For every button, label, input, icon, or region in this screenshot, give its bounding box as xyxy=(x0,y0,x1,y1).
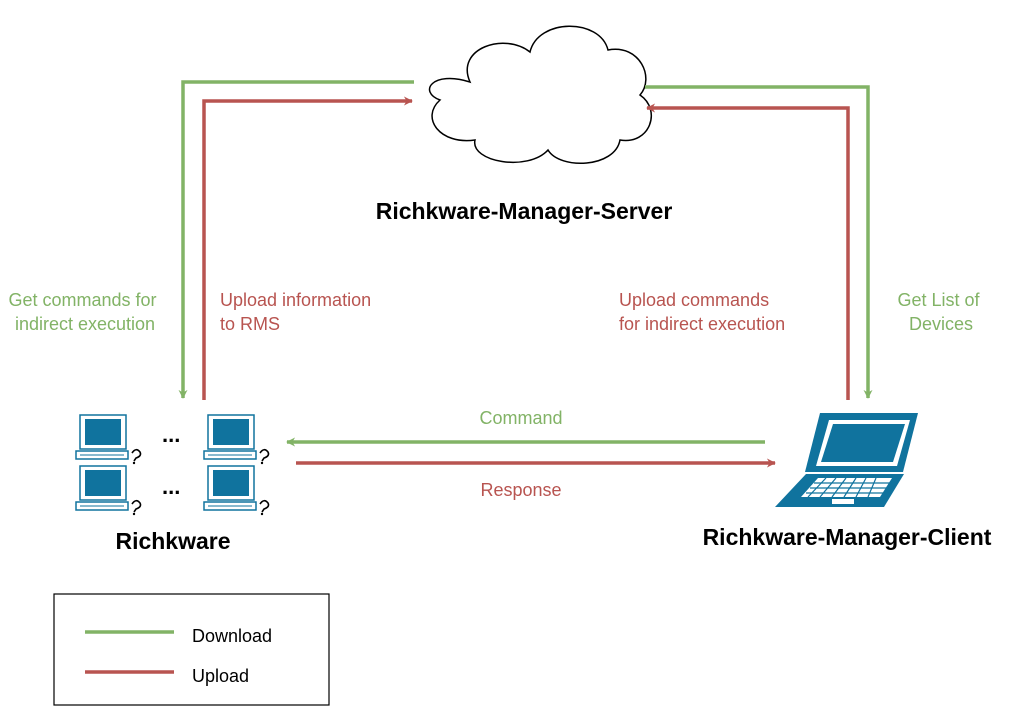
get-commands-label: Get commands for indirect execution xyxy=(8,290,161,334)
computer-icon xyxy=(75,465,142,517)
ellipsis-bottom: ... xyxy=(162,474,180,499)
computer-icon xyxy=(75,414,142,466)
ellipsis-top: ... xyxy=(162,422,180,447)
legend-upload-label: Upload xyxy=(192,666,249,686)
server-title: Richkware-Manager-Server xyxy=(376,198,673,224)
computer-icon xyxy=(203,414,270,466)
response-label: Response xyxy=(480,480,561,500)
richkware-title: Richkware xyxy=(115,528,230,554)
upload-information-arrow xyxy=(202,96,413,400)
computer-icon xyxy=(203,465,270,517)
get-list-arrow xyxy=(645,85,873,399)
legend: Download Upload xyxy=(53,593,330,706)
legend-download-label: Download xyxy=(192,626,272,646)
client-title: Richkware-Manager-Client xyxy=(703,524,992,550)
upload-information-label: Upload information to RMS xyxy=(220,290,376,334)
server-cloud-icon xyxy=(428,25,652,165)
upload-commands-label: Upload commands for indirect execution xyxy=(619,290,785,334)
laptop-icon xyxy=(775,413,918,507)
upload-commands-arrow xyxy=(646,103,850,400)
get-commands-arrow xyxy=(178,80,414,399)
command-label: Command xyxy=(479,408,562,428)
get-list-label: Get List of Devices xyxy=(897,290,984,334)
